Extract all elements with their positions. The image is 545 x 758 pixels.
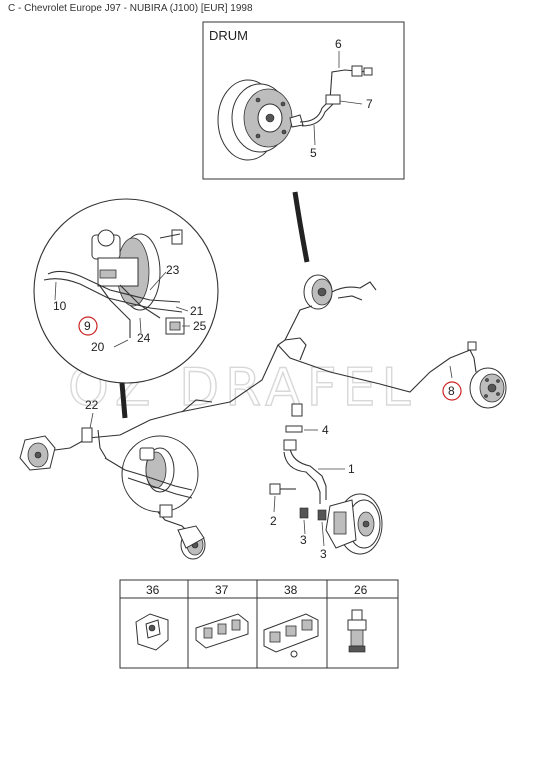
- drum-label: DRUM: [209, 28, 248, 43]
- part-36-clip: [135, 613, 169, 651]
- table-header-26: 26: [354, 583, 368, 597]
- drum-inset: DRUM 6 7 5: [202, 21, 405, 180]
- callout-25: 25: [193, 319, 207, 333]
- part-26-fitting: [347, 609, 367, 653]
- callout-22: 22: [85, 398, 99, 412]
- callout-2: 2: [270, 514, 277, 528]
- pointer-arrow-inset: [119, 382, 128, 419]
- callout-5: 5: [310, 146, 317, 160]
- callout-3a: 3: [300, 533, 307, 547]
- callout-9: 9: [84, 319, 91, 333]
- callout-8: 8: [448, 384, 455, 398]
- table-header-38: 38: [284, 583, 298, 597]
- part-38-clip: [263, 613, 319, 658]
- diagram-title: C - Chevrolet Europe J97 - NUBIRA (J100)…: [8, 3, 253, 14]
- highlight-ring-8: [442, 381, 462, 401]
- table-header-36: 36: [146, 583, 160, 597]
- callout-21: 21: [190, 304, 204, 318]
- master-cylinder-inset: 10 9 20 23 21 25 24: [33, 198, 219, 384]
- parts-table: 36 37 38 26: [119, 579, 399, 669]
- callout-1: 1: [348, 462, 355, 476]
- callout-7: 7: [366, 97, 373, 111]
- highlight-ring-9: [78, 316, 98, 336]
- callout-3b: 3: [320, 547, 327, 561]
- callout-24: 24: [137, 331, 151, 345]
- callout-4: 4: [322, 423, 329, 437]
- main-brake-lines: 8 22 4 1: [19, 274, 507, 561]
- callout-20: 20: [91, 340, 105, 354]
- callout-23: 23: [166, 263, 180, 277]
- table-header-37: 37: [215, 583, 229, 597]
- callout-10: 10: [53, 299, 67, 313]
- callout-6: 6: [335, 37, 342, 51]
- part-37-clip: [195, 613, 249, 649]
- pointer-arrow-drum: [292, 191, 310, 263]
